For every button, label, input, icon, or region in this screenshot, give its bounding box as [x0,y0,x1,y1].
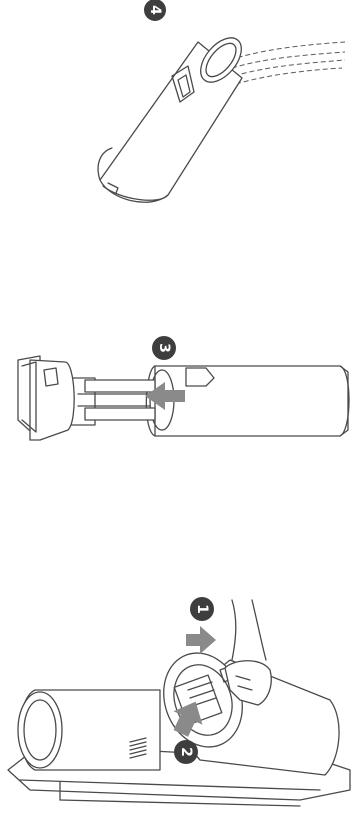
step-number: 3 [156,343,172,353]
step-1-2-illustration: 1 2 [8,597,350,806]
step-4-badge: 4 [144,0,166,21]
dust-stream [230,42,345,84]
step-3-illustration: 3 [18,336,349,440]
step-1-arrow [186,626,216,654]
step-number: 1 [194,604,210,614]
motor-cylinder [18,690,160,770]
step-4-illustration: 4 [98,0,345,202]
dust-bin [98,30,249,202]
step-number: 2 [178,747,194,757]
hand [225,600,271,705]
step-1-badge: 1 [190,597,214,621]
filter-assembly [18,356,155,440]
step-3-badge: 3 [152,336,176,360]
step-number: 4 [147,5,163,15]
step-2-badge: 2 [174,740,198,764]
